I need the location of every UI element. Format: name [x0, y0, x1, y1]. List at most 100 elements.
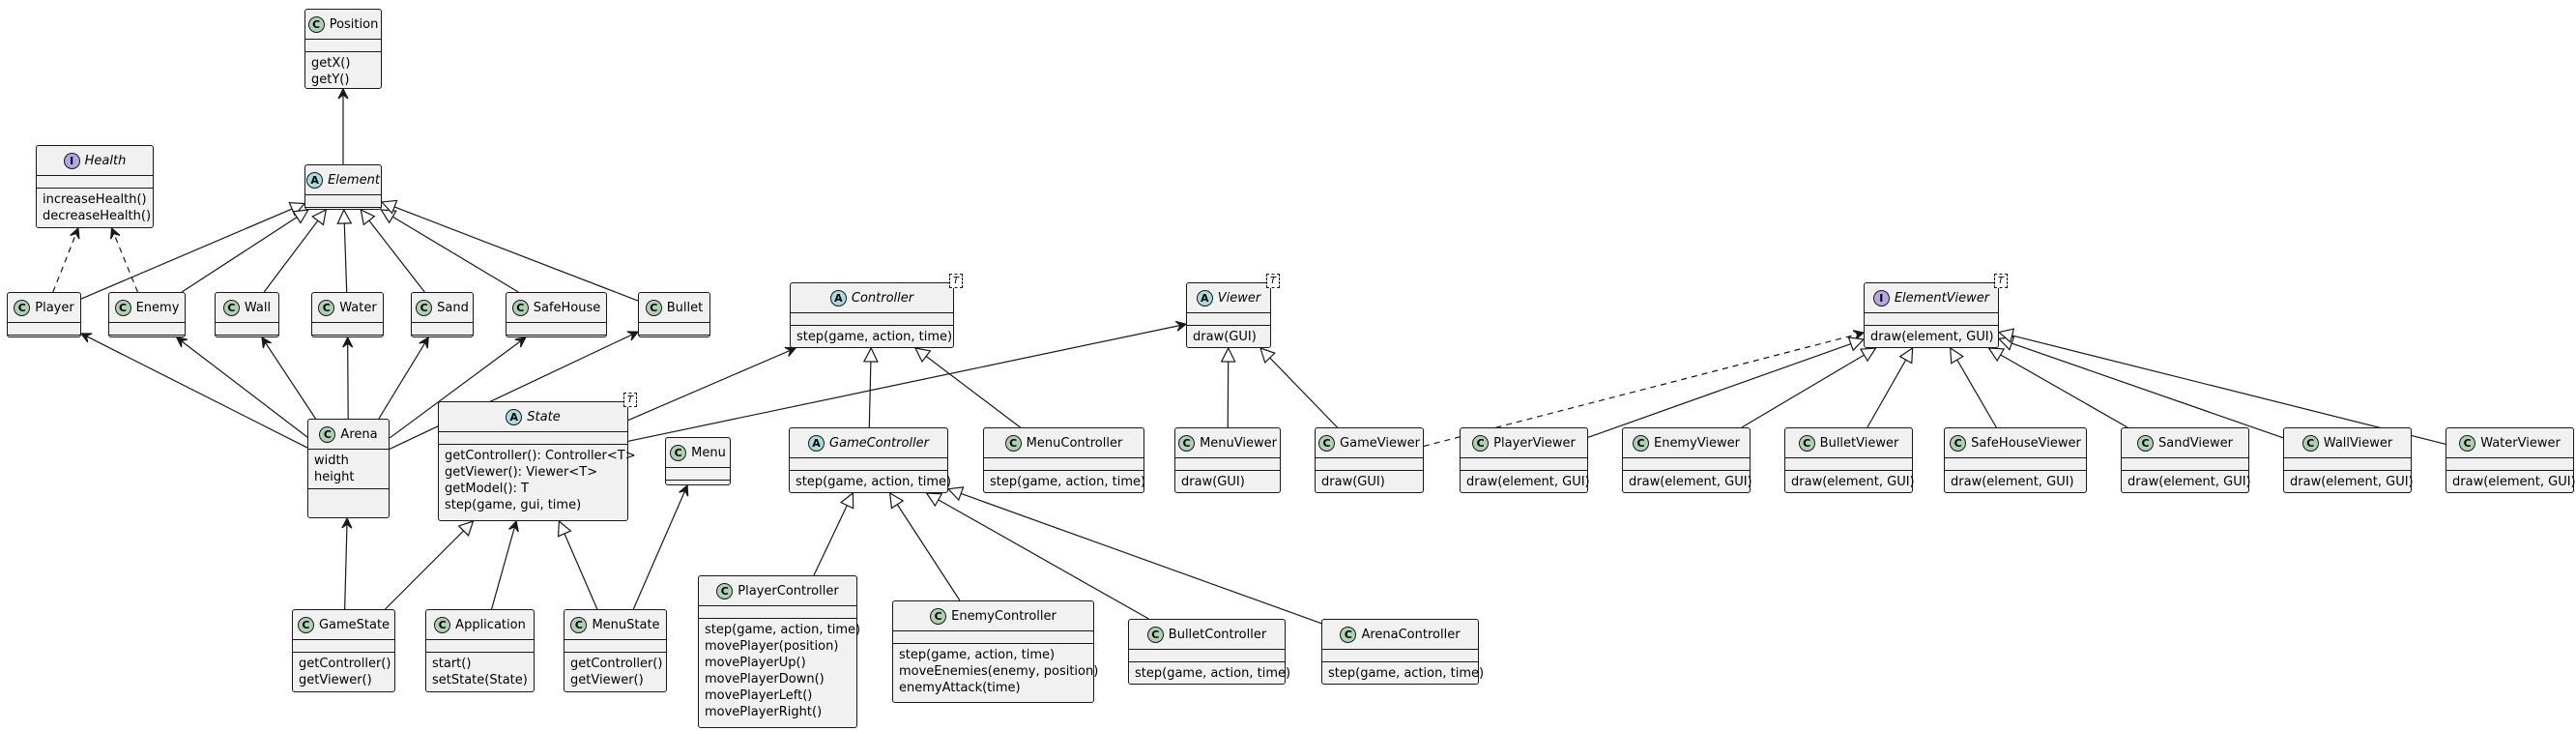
class-name: MenuState: [592, 617, 660, 632]
methods-section: draw(element, GUI): [1865, 325, 1998, 348]
relation-inheritance-menucontroller-to-controller: [913, 347, 1021, 428]
class-name: GameViewer: [1340, 435, 1420, 451]
class-icon: C: [1146, 626, 1164, 643]
arrowhead: [1859, 347, 1877, 363]
methods-section: getController() getViewer(): [293, 652, 394, 691]
fields-section: [639, 322, 709, 335]
method: getViewer(): [299, 673, 372, 687]
method: getController(): [299, 657, 391, 671]
fields-section: [1785, 457, 1912, 470]
relation-association-menustate-to-menu: [632, 483, 689, 610]
class-header: C MenuState: [564, 610, 666, 639]
relation-inheritance-arenacontroller-to-gamecontroller: [946, 486, 1322, 625]
relation-inheritance-playerviewer-to-elementviewer: [1587, 336, 1866, 438]
class-icon: C: [222, 299, 240, 316]
method: getViewer(): Viewer<T>: [445, 465, 598, 480]
type-parameter: T: [1265, 274, 1280, 288]
method: draw(GUI): [1181, 475, 1245, 489]
arrowhead: [341, 516, 353, 529]
methods-section: step(game, action, time): [984, 470, 1145, 493]
fields-section: [1461, 457, 1587, 470]
method: movePlayer(position): [705, 639, 839, 654]
relation-association-state-to-viewer: [627, 320, 1188, 442]
class-name: EnemyController: [951, 608, 1056, 624]
fields-section: [984, 457, 1143, 470]
relation-realization-player-to-health: [52, 226, 80, 293]
class-icon: C: [570, 616, 588, 633]
fields-section: [699, 605, 856, 618]
class-icon: C: [670, 444, 687, 461]
fields-section: [666, 467, 730, 480]
methods-section: step(game, action, time): [1322, 661, 1484, 685]
class-icon: C: [416, 299, 433, 316]
fields-section: [305, 194, 381, 207]
method: getY(): [311, 73, 350, 87]
method: step(game, action, time): [899, 648, 1056, 662]
relation-inheritance-wall-to-element: [263, 208, 328, 293]
methods-section: draw(element, GUI): [1785, 470, 1915, 493]
methods-section: [308, 488, 389, 501]
abstract-class-icon: A: [306, 171, 324, 189]
fields-section: [216, 322, 278, 335]
method: movePlayerDown(): [705, 672, 825, 687]
relation-association-gamestate-to-arena: [341, 516, 353, 610]
arrowhead: [342, 336, 354, 348]
methods-section: draw(element, GUI): [2446, 470, 2576, 493]
method: movePlayerUp(): [705, 656, 806, 670]
class-name: EnemyViewer: [1653, 435, 1740, 451]
class-icon: C: [1178, 434, 1196, 452]
relation-inheritance-enemy-to-element: [181, 209, 309, 293]
method: enemyAttack(time): [899, 681, 1021, 695]
arrowhead: [784, 346, 797, 357]
arrowhead: [261, 336, 273, 349]
relation-inheritance-wallviewer-to-elementviewer: [1997, 336, 2284, 439]
method: getViewer(): [570, 673, 644, 687]
arrowhead: [380, 199, 398, 215]
relation-association-arena-to-player: [79, 333, 308, 449]
arrowhead: [360, 208, 376, 226]
fields-section: [2446, 457, 2573, 470]
relation-inheritance-water-to-element: [336, 208, 353, 293]
method: draw(GUI): [1321, 475, 1385, 489]
arrowhead: [1997, 328, 2015, 343]
relation-association-application-to-state: [490, 519, 519, 610]
method: step(game, action, time): [796, 475, 952, 489]
relation-inheritance-menustate-to-state: [557, 519, 598, 610]
arrowhead: [1987, 347, 2006, 363]
methods-section: draw(element, GUI): [1461, 470, 1590, 493]
method: draw(element, GUI): [1870, 330, 1994, 344]
fields-section: [564, 639, 666, 652]
class-name: Player: [35, 300, 74, 315]
field: width: [314, 453, 349, 468]
class-icon: C: [1950, 434, 1967, 452]
fields-section: [305, 39, 381, 51]
relation-association-element-to-position: [337, 87, 349, 164]
arrowhead: [626, 331, 640, 341]
methods-section: [109, 335, 185, 347]
abstract-class-icon: A: [1196, 289, 1213, 307]
methods-section: getController()getViewer(): [564, 652, 666, 691]
method: increaseHealth(): [43, 192, 147, 207]
abstract-class-icon: A: [506, 408, 523, 425]
methods-section: step(game, action, time)movePlayer(posit…: [699, 618, 860, 723]
method: movePlayerLeft(): [705, 688, 813, 703]
class-icon: C: [319, 425, 336, 443]
